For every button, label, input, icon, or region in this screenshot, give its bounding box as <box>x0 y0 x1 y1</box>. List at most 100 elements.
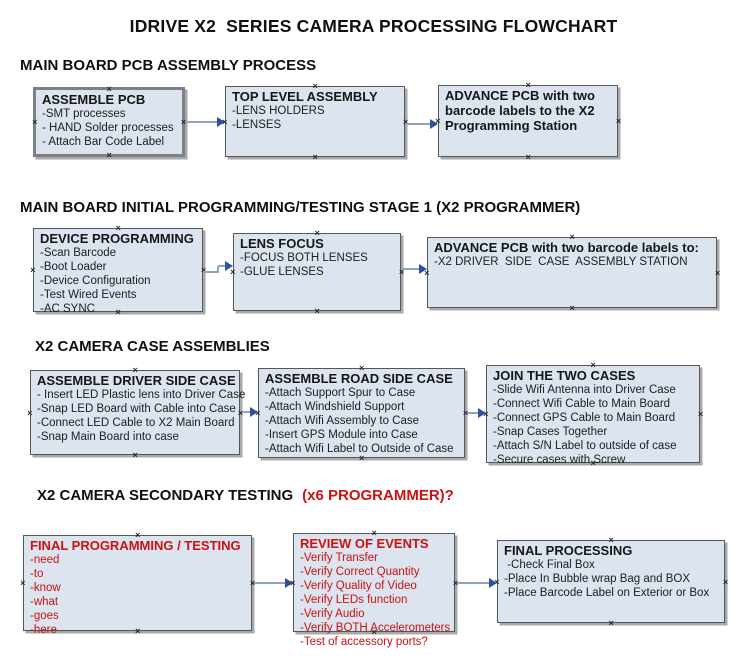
connection-point-icon <box>132 452 137 458</box>
connection-point-icon <box>569 234 574 240</box>
connection-point-icon <box>314 230 319 236</box>
box-item: -need <box>30 554 60 566</box>
box-item: - Insert LED Plastic lens into Driver Ca… <box>37 389 246 401</box>
heading-black-part: X2 CAMERA SECONDARY TESTING <box>37 487 294 504</box>
connection-point-icon <box>20 580 25 586</box>
box-item: -Snap Cases Together <box>493 426 608 438</box>
connection-point-icon <box>27 410 32 416</box>
connection-point-icon <box>115 309 120 315</box>
connection-point-icon <box>312 154 317 160</box>
box-item: -Attach Support Spur to Case <box>265 387 416 399</box>
section-heading-secondary-testing: X2 CAMERA SECONDARY TESTING(x6 PROGRAMME… <box>37 487 454 504</box>
box-item: - Attach Bar Code Label <box>42 136 165 148</box>
box-item: -Test of accessory ports? <box>300 636 428 648</box>
box-item-list: - Insert LED Plastic lens into Driver Ca… <box>37 388 246 444</box>
page-title: IDRIVE X2 SERIES CAMERA PROCESSING FLOWC… <box>129 16 618 36</box>
box-item: -Attach Windshield Support <box>265 401 405 413</box>
box-assemble-road-side-case: ASSEMBLE ROAD SIDE CASE -Attach Support … <box>258 368 465 458</box>
connection-point-icon <box>359 455 364 461</box>
box-item: -Test Wired Events <box>40 289 137 301</box>
box-join-the-two-cases: JOIN THE TWO CASES -Slide Wifi Antenna i… <box>486 362 703 466</box>
connector-arrow <box>406 119 438 129</box>
section-heading-pcb-assembly: MAIN BOARD PCB ASSEMBLY PROCESS <box>20 57 317 74</box>
box-item-list: -Verify Transfer-Verify Correct Quantity… <box>300 551 450 649</box>
connection-point-icon <box>135 628 140 634</box>
connection-point-icon <box>608 537 613 543</box>
box-lens-focus: LENS FOCUS -FOCUS BOTH LENSES-GLUE LENSE… <box>233 233 401 311</box>
box-item: -X2 DRIVER SIDE CASE ASSEMBLY STATION <box>434 256 688 268</box>
box-item: -GLUE LENSES <box>240 266 324 278</box>
box-item-list: -need-to-know-what-goes-here <box>30 553 246 637</box>
connection-point-icon <box>312 83 317 89</box>
box-final-programming-testing: FINAL PROGRAMMING / TESTING -need-to-kno… <box>20 532 252 636</box>
box-title: FINAL PROCESSING <box>504 543 633 558</box>
section-heading-initial-programming: MAIN BOARD INITIAL PROGRAMMING/TESTING S… <box>20 199 581 216</box>
box-item: -Place In Bubble wrap Bag and BOX <box>504 573 691 585</box>
connection-point-icon <box>30 267 35 273</box>
box-title: ADVANCE PCB with two barcode labels to: <box>434 240 699 255</box>
box-item: -Snap Main Board into case <box>37 431 179 443</box>
connector-arrow <box>402 264 427 274</box>
box-item-list: -FOCUS BOTH LENSES-GLUE LENSES <box>240 251 395 279</box>
box-item-list: -LENS HOLDERS -LENSES <box>232 104 399 132</box>
box-item-list: -X2 DRIVER SIDE CASE ASSEMBLY STATION <box>434 255 711 269</box>
section-heading-case-assemblies: X2 CAMERA CASE ASSEMBLIES <box>35 338 270 355</box>
connection-point-icon <box>371 629 376 635</box>
box-advance-pcb-driver-side: ADVANCE PCB with two barcode labels to: … <box>427 237 717 308</box>
box-review-of-events: REVIEW OF EVENTS -Verify Transfer-Verify… <box>293 530 455 648</box>
connection-point-icon <box>115 225 120 231</box>
connection-point-icon <box>525 82 530 88</box>
connection-point-icon <box>616 118 621 124</box>
box-title: REVIEW OF EVENTS <box>300 536 429 551</box>
connection-point-icon <box>106 152 111 158</box>
box-item: -LENSES <box>232 119 282 131</box>
connection-point-icon <box>106 86 111 92</box>
box-item: -Attach Wifi Label to Outside of Case <box>265 443 454 455</box>
connection-point-icon <box>590 362 595 368</box>
connection-point-icon <box>371 530 376 536</box>
box-item-list: -Scan Barcode-Boot Loader-Device Configu… <box>40 246 197 316</box>
box-item: -Verify LEDs function <box>300 594 408 606</box>
box-device-programming: DEVICE PROGRAMMING -Scan Barcode-Boot Lo… <box>30 225 203 315</box>
box-title: ASSEMBLE DRIVER SIDE CASE <box>37 373 236 388</box>
box-item: -Verify Transfer <box>300 552 378 564</box>
box-item: -Attach Wifi Assembly to Case <box>265 415 420 427</box>
connection-point-icon <box>525 154 530 160</box>
box-item: -AC SYNC <box>40 303 95 315</box>
box-assemble-driver-side-case: ASSEMBLE DRIVER SIDE CASE - Insert LED P… <box>27 367 246 458</box>
box-item: -Verify Quality of Video <box>300 580 417 592</box>
box-title: ASSEMBLE PCB <box>42 92 146 107</box>
connection-point-icon <box>359 365 364 371</box>
box-title: LENS FOCUS <box>240 236 324 251</box>
box-item: -LENS HOLDERS <box>232 105 325 117</box>
connection-point-icon <box>32 119 37 125</box>
box-item-list: -Attach Support Spur to Case -Attach Wind… <box>265 386 459 456</box>
connector-arrow <box>242 407 258 417</box>
connector-segment <box>217 266 219 273</box>
box-item: -what <box>30 596 59 608</box>
box-item: -Secure cases with Screw <box>493 454 626 466</box>
connection-point-icon <box>715 270 720 276</box>
connection-point-icon <box>698 411 703 417</box>
connection-point-icon <box>181 119 186 125</box>
box-item: -SMT processes <box>42 108 126 120</box>
box-title: TOP LEVEL ASSEMBLY <box>232 89 378 104</box>
connection-point-icon <box>132 367 137 373</box>
box-item: -Snap LED Board with Cable into Case <box>37 403 236 415</box>
box-top-level-assembly: TOP LEVEL ASSEMBLY -LENS HOLDERS -LENSES <box>225 86 405 157</box>
connector-arrow <box>218 261 233 271</box>
box-item: -goes <box>30 610 59 622</box>
box-title: JOIN THE TWO CASES <box>493 368 636 383</box>
box-item: -Boot Loader <box>40 261 107 273</box>
box-assemble-pcb: ASSEMBLE PCB -SMT processes - HAND Solder… <box>33 87 185 157</box>
box-item: -Connect LED Cable to X2 Main Board <box>37 417 235 429</box>
box-item: -here <box>30 624 57 636</box>
connector-segment <box>204 271 219 273</box>
box-item: -Connect GPS Cable to Main Board <box>493 412 676 424</box>
box-item: - HAND Solder processes <box>42 122 174 134</box>
connection-point-icon <box>135 532 140 538</box>
box-title: ASSEMBLE ROAD SIDE CASE <box>265 371 453 386</box>
box-item: -Check Final Box <box>504 559 595 571</box>
box-item: -Connect Wifi Cable to Main Board <box>493 398 671 410</box>
box-item: -to <box>30 568 44 580</box>
